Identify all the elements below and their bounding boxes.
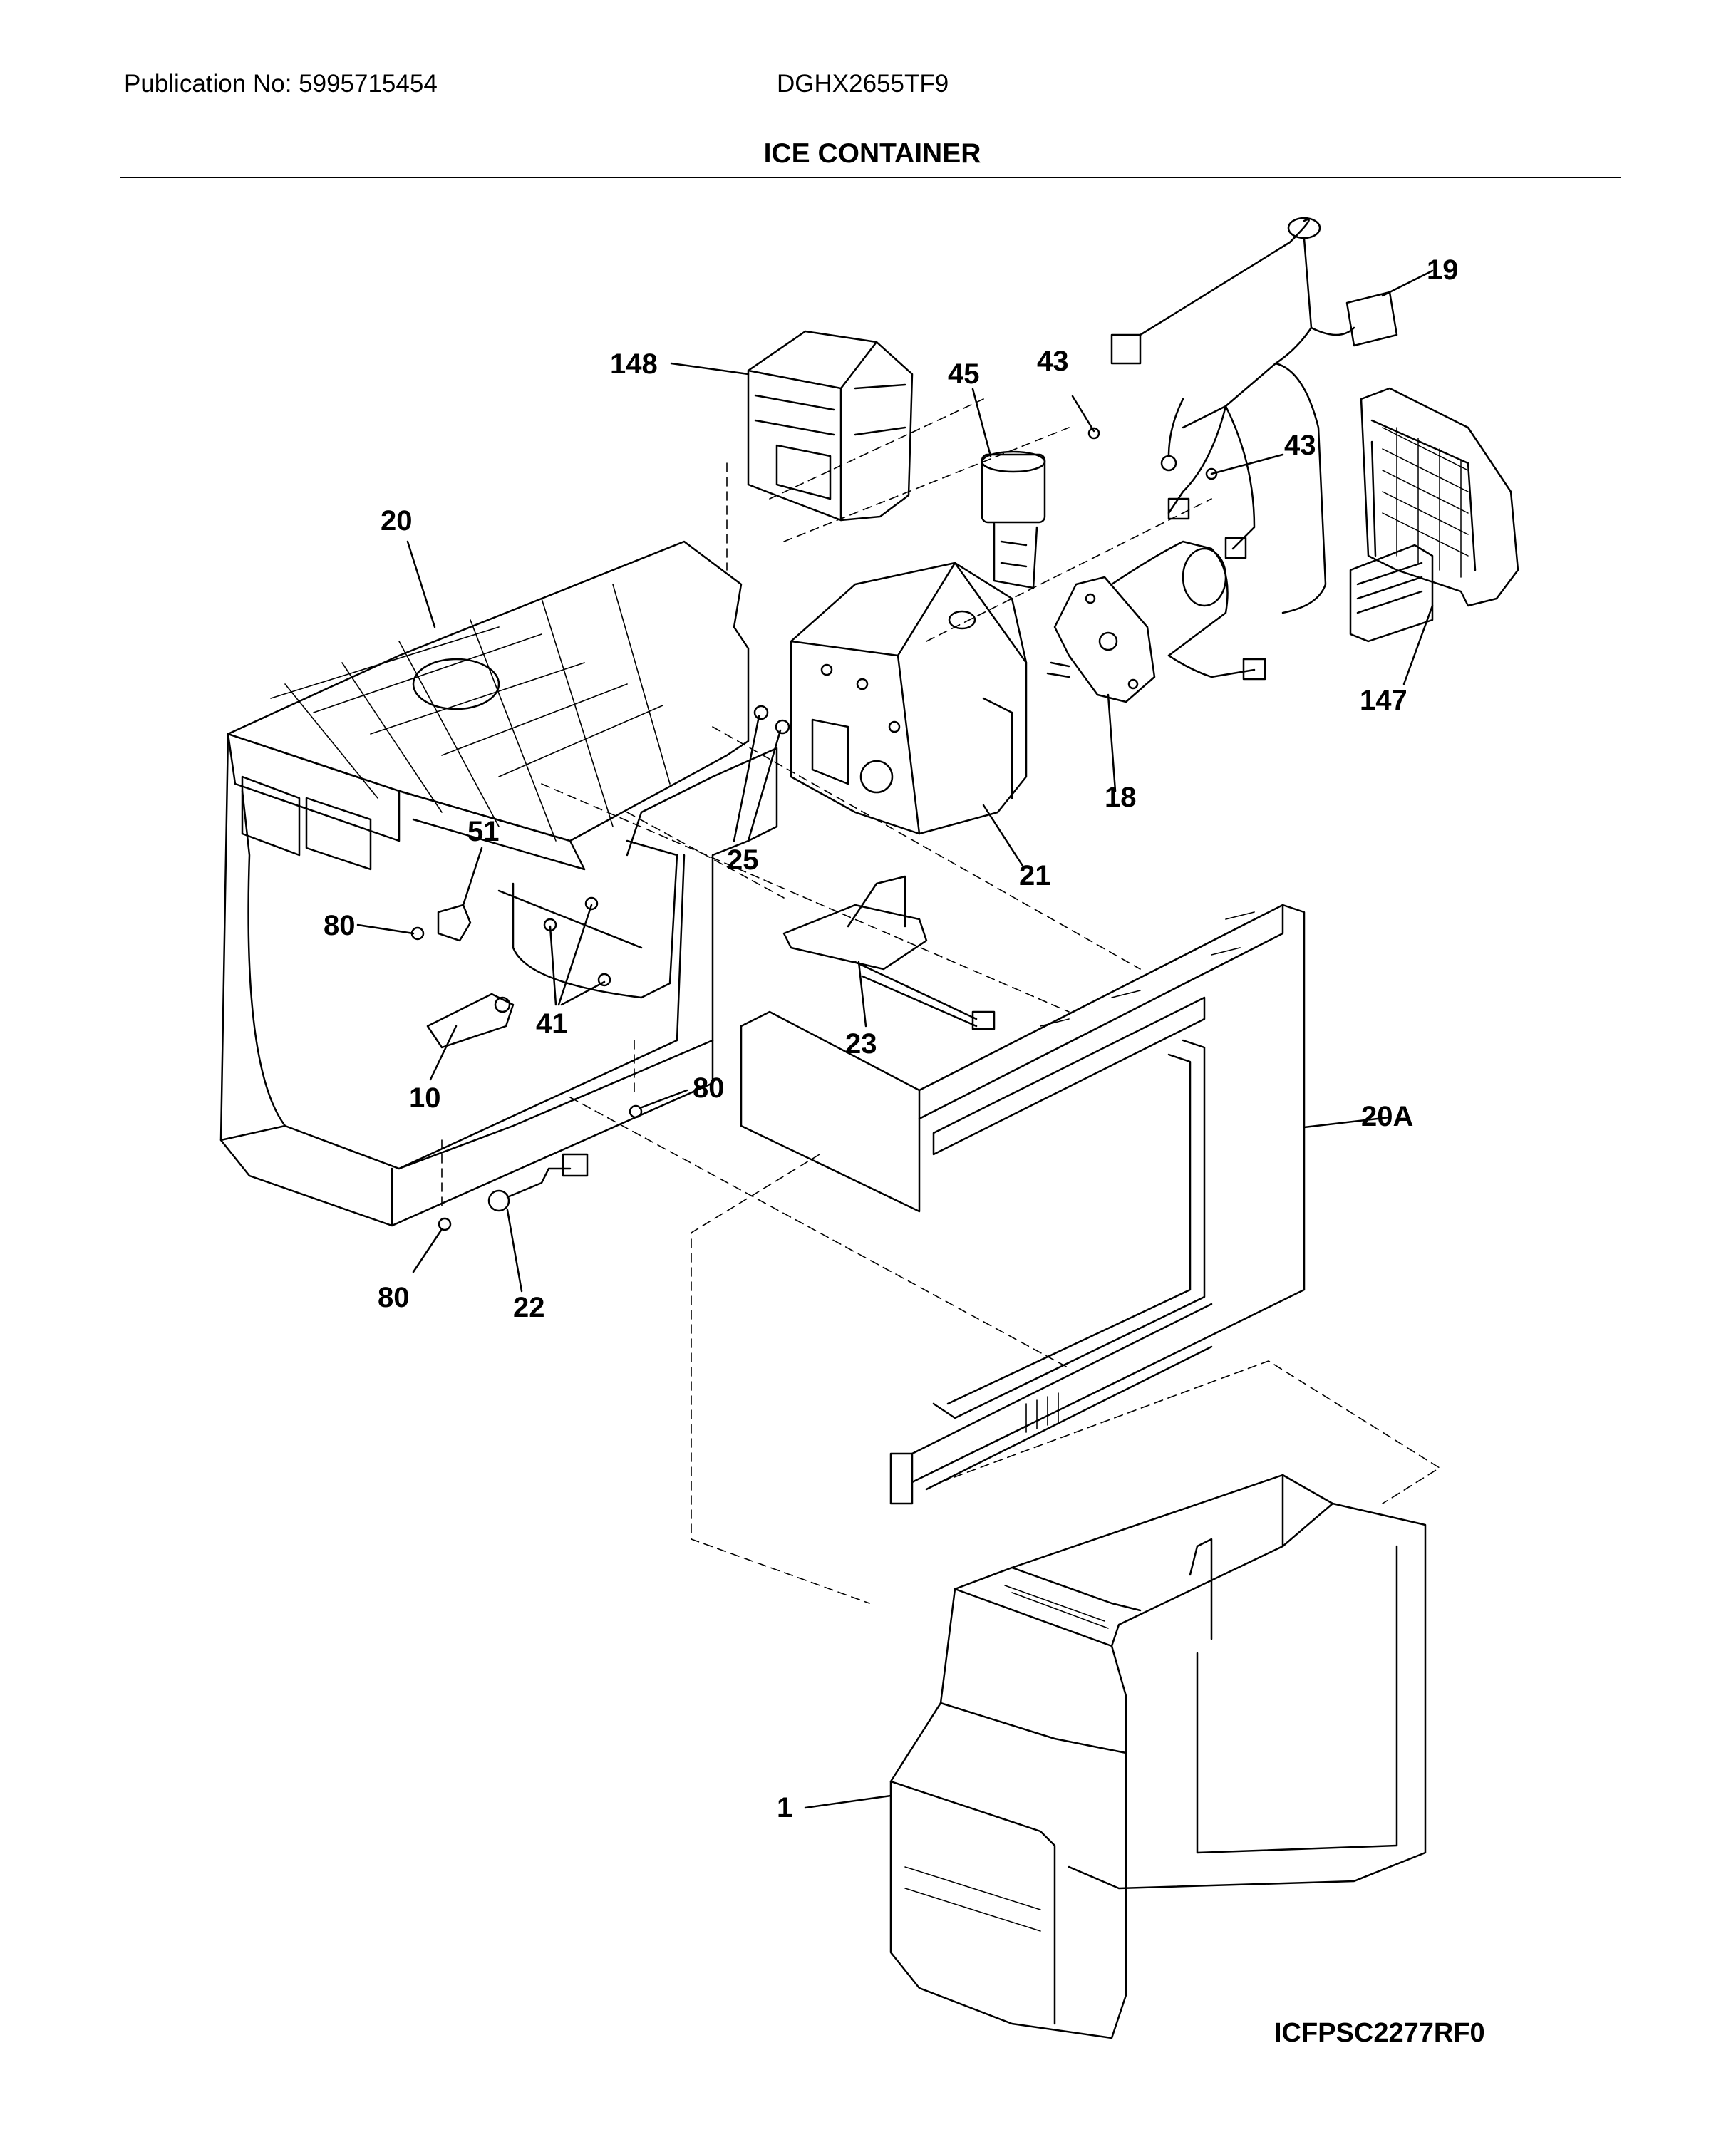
leader-lines bbox=[356, 269, 1434, 1809]
part-147-panel bbox=[1349, 387, 1519, 643]
callout-22: 22 bbox=[513, 1292, 545, 1323]
callout-51: 51 bbox=[467, 816, 500, 847]
callout-147: 147 bbox=[1360, 685, 1407, 716]
callout-20: 20 bbox=[381, 505, 413, 537]
part-80-screw bbox=[629, 1104, 643, 1119]
part-22-thermistor bbox=[487, 1153, 589, 1212]
callout-25: 25 bbox=[727, 844, 759, 876]
part-20-housing bbox=[219, 540, 778, 1227]
callout-10: 10 bbox=[409, 1082, 441, 1114]
assembly-guide-lines bbox=[441, 398, 1440, 1604]
part-43-screw bbox=[1087, 427, 1100, 440]
part-21-auger-housing bbox=[790, 562, 1028, 835]
model-number: DGHX2655TF9 bbox=[777, 70, 949, 98]
part-10-baffle bbox=[426, 993, 515, 1049]
part-25-screws bbox=[753, 705, 790, 735]
callout-80b: 80 bbox=[693, 1072, 725, 1104]
callout-80c: 80 bbox=[378, 1282, 410, 1313]
callout-1: 1 bbox=[777, 1792, 792, 1823]
part-1-ice-bucket bbox=[889, 1474, 1427, 2039]
part-23-arm bbox=[782, 875, 996, 1030]
publication-number: Publication No: 5995715454 bbox=[124, 70, 438, 98]
part-19-wire-harness bbox=[1110, 217, 1398, 614]
callout-41: 41 bbox=[536, 1008, 568, 1040]
part-148-cover bbox=[747, 330, 914, 522]
callout-45: 45 bbox=[948, 358, 980, 390]
callout-19: 19 bbox=[1427, 254, 1459, 286]
callout-148: 148 bbox=[610, 348, 658, 380]
page-title: ICE CONTAINER bbox=[763, 138, 981, 169]
callout-labels: 148 45 43 19 43 20 147 18 25 21 51 80 41… bbox=[324, 254, 1459, 1823]
figure-code: ICFPSC2277RF0 bbox=[1274, 2018, 1485, 2048]
callout-20a: 20A bbox=[1361, 1101, 1413, 1132]
callout-43: 43 bbox=[1037, 346, 1069, 377]
callout-23: 23 bbox=[845, 1028, 877, 1060]
part-20a-frame bbox=[740, 904, 1306, 1505]
part-45-solenoid bbox=[981, 450, 1046, 589]
callout-18: 18 bbox=[1105, 782, 1137, 813]
callout-80a: 80 bbox=[324, 910, 356, 941]
callout-43b: 43 bbox=[1284, 430, 1316, 461]
part-80-screw bbox=[438, 1217, 452, 1231]
part-18-motor bbox=[1046, 540, 1266, 703]
part-51-bracket bbox=[437, 904, 472, 942]
header-divider bbox=[120, 177, 1621, 178]
callout-21: 21 bbox=[1019, 860, 1051, 891]
